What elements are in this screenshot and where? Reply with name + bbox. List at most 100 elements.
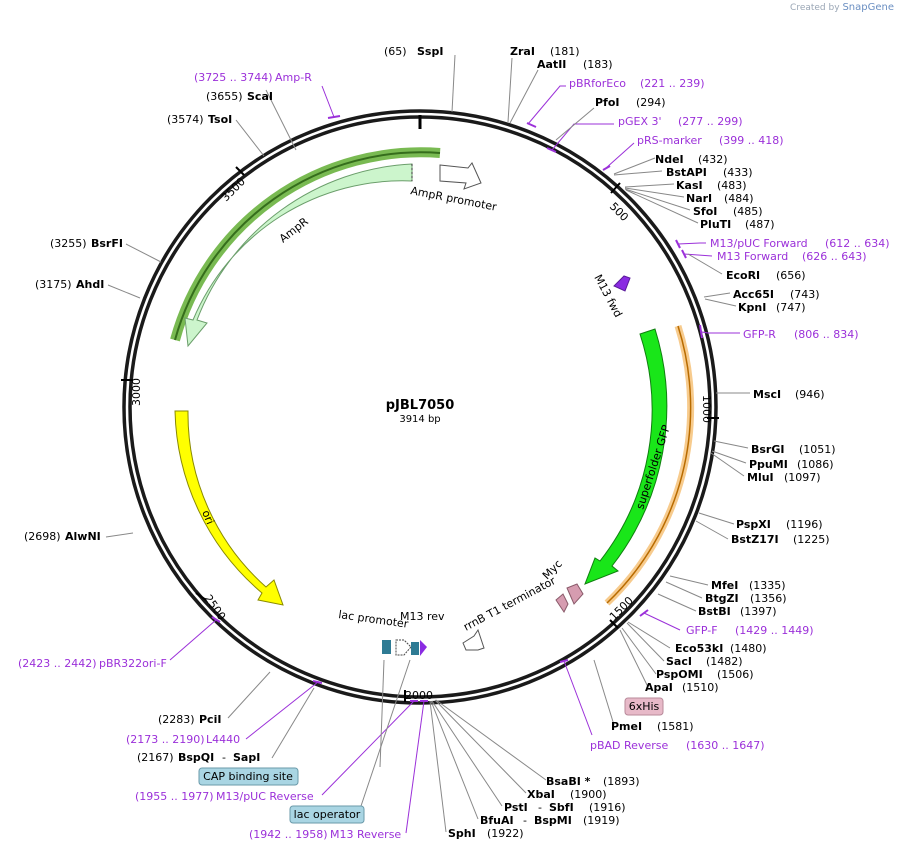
site-acc65i-name: Acc65I (733, 288, 774, 301)
leader-saci (626, 622, 665, 662)
site-bstz17i-pos: (1225) (793, 533, 830, 546)
leader-acc65i (703, 292, 731, 298)
site-scai-name: ScaI (247, 90, 273, 103)
leader-xbai (434, 699, 527, 794)
rrnb-label: rrnB T1 terminator (461, 574, 558, 634)
primer-gfp-f-range: (1429 .. 1449) (735, 624, 814, 637)
primer-labels: (3725 .. 3744) Amp-R pBRforEco (221 .. 2… (18, 71, 890, 841)
leader-bspqi (271, 687, 315, 759)
leader-scai (265, 89, 297, 151)
primer-pbad-range: (1630 .. 1647) (686, 739, 765, 752)
primer-prs-range: (399 .. 418) (719, 134, 784, 147)
plasmid-size: 3914 bp (399, 414, 440, 425)
primer-mark-pgex (546, 147, 557, 153)
primer-m13-rev-range: (1942 .. 1958) (249, 828, 328, 841)
ampr-label: AmpR (277, 215, 311, 246)
leader-eco53ki (627, 621, 671, 649)
primer-mark-pbr322ori (211, 616, 221, 623)
ori-arrow (174, 410, 284, 606)
site-bfuai-name: BfuAI (480, 814, 514, 827)
site-bspqi-pos: (2167) (137, 751, 174, 764)
leader-bsrfi (125, 243, 162, 263)
site-btgzi-pos: (1356) (750, 592, 787, 605)
site-eco53ki-pos: (1480) (730, 642, 767, 655)
lac-box-1 (382, 640, 391, 654)
leader-l4440 (245, 681, 319, 740)
primer-m13puc-rev-range: (1955 .. 1977) (135, 790, 214, 803)
site-bstapi-name: BstAPI (666, 166, 707, 179)
sixhis-box (624, 697, 664, 716)
leader-pbad (563, 660, 593, 736)
leader-psti (431, 700, 503, 807)
site-apai-name: ApaI (645, 681, 673, 694)
m13-fwd-label: M13 fwd (591, 272, 624, 319)
leader-mlui (710, 452, 745, 477)
primer-gfp-f-name: GFP-F (686, 624, 718, 637)
primer-ampr-range: (3725 .. 3744) (194, 71, 273, 84)
leader-zrai (507, 57, 513, 123)
site-sbfi-name: SbfI (549, 801, 574, 814)
branding-prefix: Created by (790, 3, 840, 13)
site-pspomi-pos: (1506) (717, 668, 754, 681)
leader-m13-rev (405, 700, 425, 834)
site-bspqi-name: BspQI (178, 751, 214, 764)
leader-m13puc-fwd (677, 242, 706, 245)
site-xbai-pos: (1900) (570, 788, 607, 801)
site-pmei-name: PmeI (611, 720, 642, 733)
primer-pgex-name: pGEX 3' (618, 115, 662, 128)
leader-sphi (429, 700, 447, 833)
primer-pbad-name: pBAD Reverse (590, 739, 668, 752)
leader-sfoi (624, 188, 691, 211)
site-eco53ki-name: Eco53kI (675, 642, 723, 655)
m13-rev-arrow (420, 640, 427, 656)
site-pfoi-name: PfoI (595, 96, 620, 109)
primer-prs-name: pRS-marker (637, 134, 702, 147)
site-bstz17i-name: BstZ17I (731, 533, 779, 546)
right-site-labels: ZraI (181) AatII (183) PfoI (294) NdeI (… (448, 45, 836, 840)
lac-promoter-arrow (395, 639, 412, 656)
snapgene-branding: Created by SnapGene (790, 2, 894, 13)
primer-mark-gfp-r (699, 324, 703, 339)
lac-operator-label: lac operator (294, 808, 361, 821)
leader-nari (624, 187, 685, 198)
site-alwni-name: AlwNI (65, 530, 101, 543)
leader-aatii (509, 69, 539, 124)
site-bfuai-dash: - (523, 814, 527, 827)
site-pmei-pos: (1581) (657, 720, 694, 733)
leader-gfp-r (701, 331, 740, 334)
ori-label: ori (199, 508, 216, 526)
site-msci-pos: (946) (795, 388, 825, 401)
site-pspxi-name: PspXI (736, 518, 771, 531)
site-ecori-name: EcoRI (726, 269, 760, 282)
leader-apai (619, 629, 649, 688)
leader-pgex (551, 123, 614, 151)
primer-gfp-r-name: GFP-R (743, 328, 776, 341)
m13-rev-label: M13 rev (400, 610, 445, 623)
primer-l4440-name: L4440 (206, 733, 240, 746)
primer-leaders (169, 85, 740, 834)
leader-ndei (613, 157, 656, 175)
primer-pbr322ori-name: pBR322ori-F (99, 657, 167, 670)
site-sapi-name: SapI (233, 751, 260, 764)
site-saci-pos: (1482) (706, 655, 743, 668)
site-kpni-pos: (747) (776, 301, 806, 314)
site-sfoi-pos: (485) (733, 205, 763, 218)
site-pspomi-name: PspOMI (656, 668, 703, 681)
leader-pspxi (698, 512, 735, 525)
site-bstapi-pos: (433) (723, 166, 753, 179)
primer-m13-rev-name: M13 Reverse (330, 828, 401, 841)
tick-label-1000: 1000 (700, 395, 713, 423)
site-bsabi-name: BsaBI * (546, 775, 591, 788)
site-pfoi-pos: (294) (636, 96, 666, 109)
site-kasi-pos: (483) (717, 179, 747, 192)
site-bspqi-dash: - (222, 751, 226, 764)
site-saci-name: SacI (666, 655, 692, 668)
site-ppumi-name: PpuMI (749, 458, 788, 471)
site-nari-name: NarI (686, 192, 712, 205)
primer-pbr322ori-range: (2423 .. 2442) (18, 657, 97, 670)
site-ndei-name: NdeI (655, 153, 684, 166)
enzyme-leaders (105, 54, 750, 833)
site-zrai-name: ZraI (510, 45, 535, 58)
site-mlui-name: MluI (747, 471, 774, 484)
site-sphi-pos: (1922) (487, 827, 524, 840)
